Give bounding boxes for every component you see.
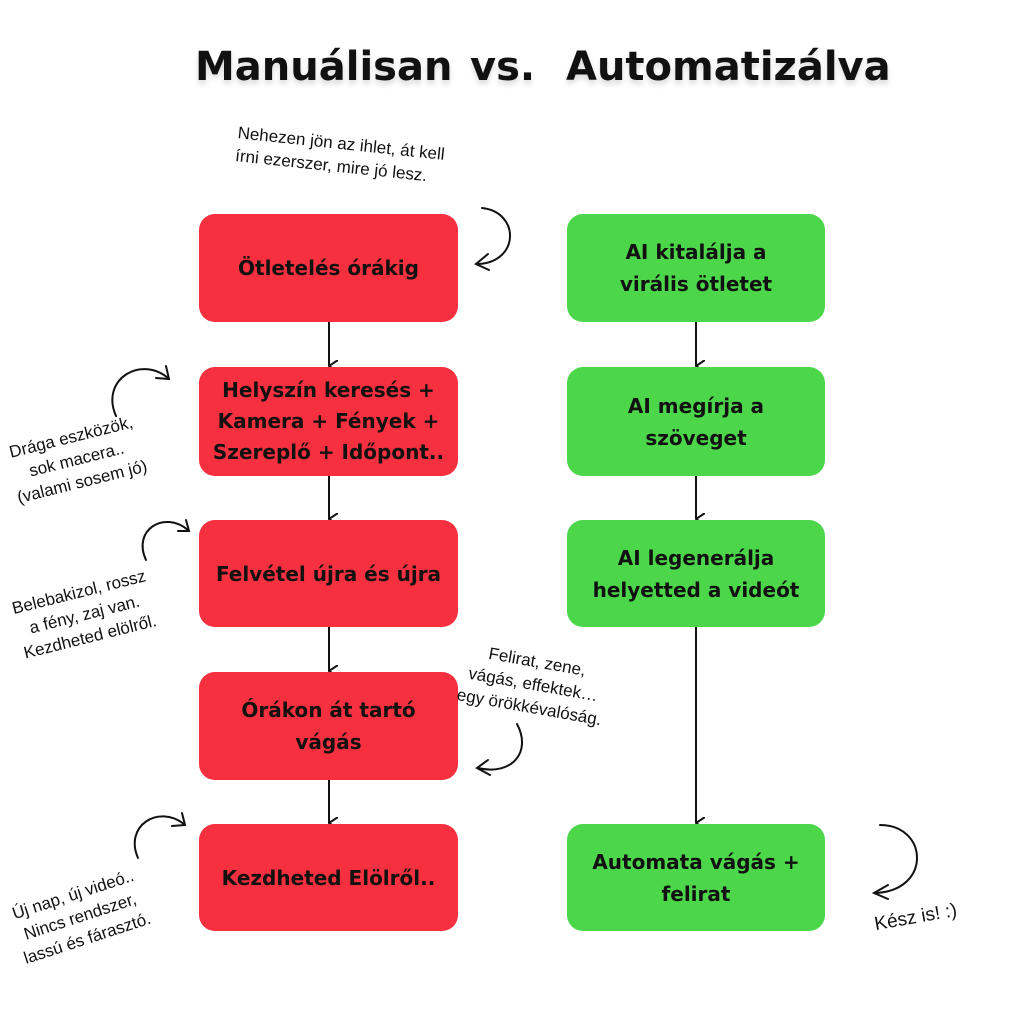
- curved-arrow-icon-ideas: [474, 207, 511, 271]
- manual-step-preparation: Helyszín keresés + Kamera + Fények + Sze…: [199, 367, 458, 476]
- note-editing: Felirat, zene, vágás, effektek… egy örök…: [455, 643, 604, 730]
- manual-step-editing-label: Órákon át tartó vágás: [241, 698, 416, 754]
- curved-arrow-icon-recording: [141, 519, 191, 561]
- curved-arrow-icon-equipment: [111, 365, 171, 417]
- auto-step-generate-video: AI legenerálja helyetted a videót: [567, 520, 825, 627]
- curved-arrow-icon-restart: [133, 812, 187, 859]
- auto-step-generate-video-label: AI legenerálja helyetted a videót: [592, 545, 800, 602]
- auto-step-edit-subtitle-label: Automata vágás + felirat: [592, 849, 800, 906]
- manual-step-preparation-label: Helyszín keresés + Kamera + Fények + Sze…: [212, 378, 445, 464]
- title-manual: Manuálisan: [195, 44, 453, 90]
- note-recording: Belebakizol, rossz a fény, zaj van. Kezd…: [10, 566, 159, 663]
- auto-step-idea: AI kitalálja a virális ötletet: [567, 214, 825, 322]
- title-automated: Automatizálva: [566, 44, 891, 90]
- auto-step-idea-label: AI kitalálja a virális ötletet: [619, 240, 773, 296]
- auto-step-script: AI megírja a szöveget: [567, 367, 825, 476]
- manual-step-ideation: Ötletelés órákig: [199, 214, 458, 322]
- diagram-title: Manuálisan vs. Automatizálva: [0, 44, 1024, 100]
- curved-arrow-icon-done: [871, 824, 918, 900]
- note-equipment: Drága eszközök, sok macera.. (valami sos…: [7, 412, 150, 508]
- manual-step-ideation-label: Ötletelés órákig: [238, 256, 419, 280]
- note-done: Kész is! :): [872, 899, 959, 936]
- curved-arrow-icon-editing: [475, 723, 523, 776]
- manual-step-restart: Kezdheted Elölről..: [199, 824, 458, 931]
- manual-step-recording: Felvétel újra és újra: [199, 520, 458, 627]
- manual-step-editing: Órákon át tartó vágás: [199, 672, 458, 780]
- manual-step-recording-label: Felvétel újra és újra: [215, 561, 442, 586]
- manual-step-restart-label: Kezdheted Elölről..: [221, 865, 436, 890]
- note-ideas: Nehezen jön az ihlet, át kell írni ezers…: [234, 123, 446, 186]
- auto-step-script-label: AI megírja a szöveget: [627, 393, 765, 450]
- title-vs: vs.: [470, 44, 536, 90]
- note-restart: Új nap, új videó.. Nincs rendszer, lassú…: [9, 866, 154, 968]
- auto-step-edit-subtitle: Automata vágás + felirat: [567, 824, 825, 931]
